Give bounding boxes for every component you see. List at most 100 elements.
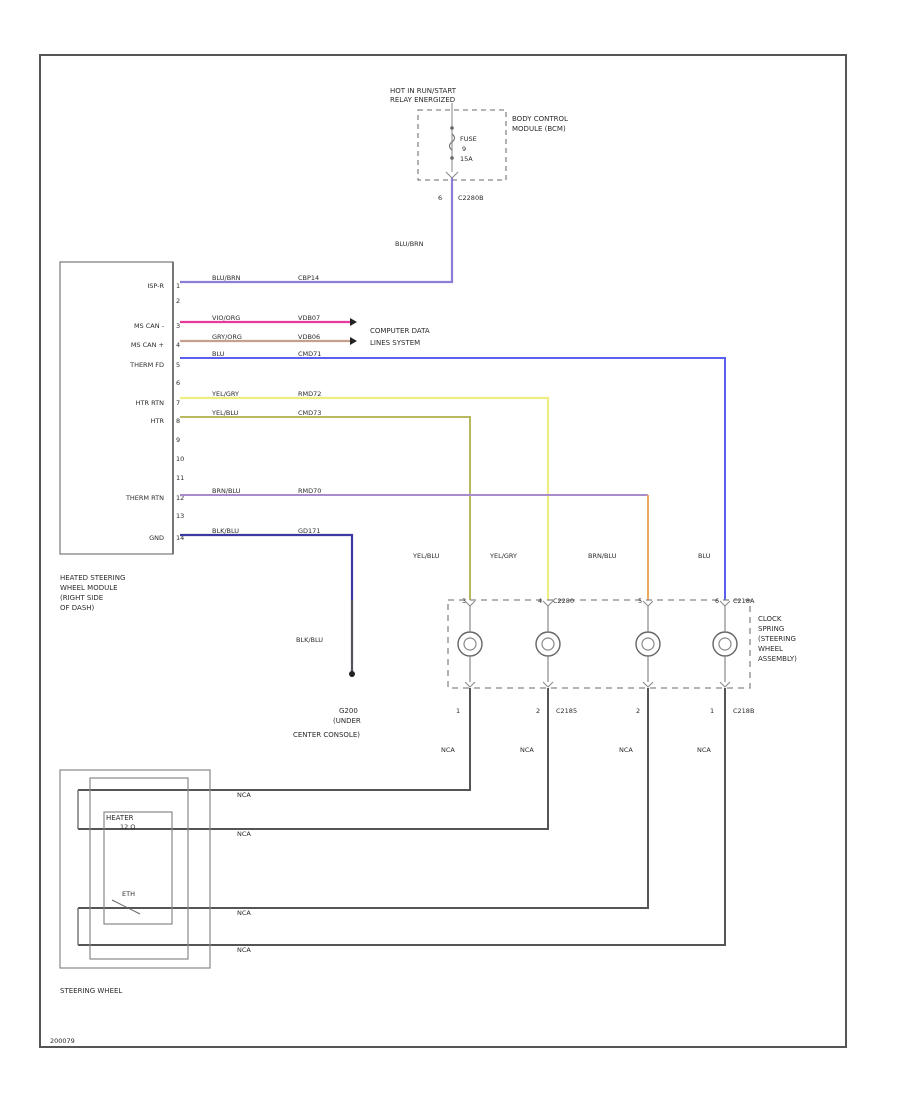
- module-pin-name: HTR: [151, 417, 165, 425]
- heater-element-box: [103, 811, 173, 925]
- fuse-terminal-top: [450, 126, 454, 130]
- module-pin-number: 10: [176, 455, 184, 463]
- cs-wire-color-3: YEL/BLU: [412, 552, 440, 560]
- data-system-label-2: LINES SYSTEM: [370, 339, 420, 347]
- module-caption-1: HEATED STEERING: [60, 574, 125, 582]
- connector-chevron: [542, 600, 554, 607]
- connector-chevron: [719, 600, 731, 607]
- connector-chevron: [464, 681, 476, 688]
- bcm-name-1: BODY CONTROL: [512, 115, 568, 123]
- module-pin-name: MS CAN +: [131, 341, 164, 349]
- module-caption-2: WHEEL MODULE: [60, 584, 118, 592]
- connector-chevron: [642, 681, 654, 688]
- data-system-label-1: COMPUTER DATA: [370, 327, 430, 335]
- cs-bottom-pin-3: 2: [636, 707, 640, 715]
- wire-blk-blu: [180, 533, 354, 672]
- module-pin-number: 1: [176, 282, 180, 290]
- bcm-name-2: MODULE (BCM): [512, 125, 566, 133]
- cs-name-3: (STEERING: [758, 635, 796, 643]
- cs-wire-color-4: YEL/GRY: [489, 552, 517, 560]
- connector-chevron-c2280b: [445, 171, 459, 179]
- wire-blu-brn: [180, 178, 454, 284]
- steering-wheel: HEATER 12 Ω ETH NCA NCA NCA NCA STEERING…: [59, 769, 251, 995]
- cs-top-pin-6: 6: [715, 597, 719, 605]
- fuse-connector: C2280B: [458, 194, 484, 202]
- module-pin-name: ISP-R: [147, 282, 164, 290]
- module-pin-number: 5: [176, 361, 180, 369]
- module-pin-number: 13: [176, 512, 184, 520]
- module-pin-number: 3: [176, 322, 180, 330]
- cs-name-1: CLOCK: [758, 615, 782, 623]
- ground-location-1: (UNDER: [333, 717, 361, 725]
- coil-inner: [718, 637, 732, 651]
- wire-nca-2: [78, 688, 549, 830]
- module-pin-number: 7: [176, 399, 180, 407]
- heater-value: 12 Ω: [120, 823, 135, 831]
- wire-blu: [180, 357, 726, 600]
- clockspring-assembly: YEL/BLU YEL/GRY BRN/BLU BLU 3 4 C2280 5 …: [412, 552, 797, 754]
- cs-name-2: SPRING: [758, 625, 784, 633]
- wire-circuit-label: RMD72: [298, 390, 321, 398]
- ground-location-2: CENTER CONSOLE): [293, 731, 360, 739]
- wire-circuit-label: CMD71: [298, 350, 321, 358]
- cs-wire-color-5: BRN/BLU: [588, 552, 617, 560]
- module-pin-name: MS CAN -: [134, 322, 165, 330]
- wire-circuit-label: CMD73: [298, 409, 321, 417]
- wire-circuit-label: GD171: [298, 527, 320, 535]
- module-pin-name: THERM RTN: [125, 494, 164, 502]
- module-pin-number: 12: [176, 494, 184, 502]
- clockspring-box: [447, 599, 751, 689]
- module-pin-number: 8: [176, 417, 180, 425]
- fuse-symbol: [448, 133, 456, 151]
- wire-yel-gry: [180, 396, 550, 600]
- coil-inner: [463, 637, 477, 651]
- thermistor-symbol: [111, 899, 141, 915]
- cs-bottom-pin-1: 1: [456, 707, 460, 715]
- wire-color-label: BLU: [212, 350, 225, 358]
- cs-top-pin-3: 3: [462, 597, 466, 605]
- coil-outer: [635, 631, 661, 657]
- cs-top-pin-4: 4: [538, 597, 542, 605]
- cs-top-pin-5: 5: [638, 597, 642, 605]
- cs-wire-color-6: BLU: [698, 552, 711, 560]
- module-pin-number: 4: [176, 341, 180, 349]
- wire-circuit-label: RMD70: [298, 487, 321, 495]
- fuse-terminal-bottom: [450, 156, 454, 160]
- cs-bottom-pin-2: 2: [536, 707, 540, 715]
- connector-chevron: [542, 681, 554, 688]
- cs-nca-3: NCA: [619, 746, 633, 754]
- diagram-code: 200079: [50, 1037, 75, 1045]
- cs-bottom-connector-a: C2185: [556, 707, 577, 715]
- fuse-number: 9: [462, 145, 466, 153]
- module-pin-name: THERM FD: [129, 361, 164, 369]
- wire-color-label: BLU/BRN: [212, 274, 241, 282]
- wire-color-label: YEL/BLU: [211, 409, 239, 417]
- bcm-fuse-panel: HOT IN RUN/START RELAY ENERGIZED BODY CO…: [390, 87, 568, 248]
- wire-nca-4: [78, 688, 726, 946]
- sw-nca-3: NCA: [237, 909, 251, 917]
- ground-name: G200: [339, 707, 358, 715]
- fuse-pin: 6: [438, 194, 442, 202]
- module-caption-4: OF DASH): [60, 604, 95, 612]
- fuse-hot-label: HOT IN RUN/START: [390, 87, 457, 95]
- connector-chevron: [642, 600, 654, 607]
- bcm-box: [417, 109, 507, 181]
- diagram-frame: [39, 54, 847, 1048]
- cs-name-5: ASSEMBLY): [758, 655, 797, 663]
- module-pin-name: GND: [149, 534, 164, 542]
- module-pin-name: HTR RTN: [136, 399, 164, 407]
- thermistor-label: ETH: [122, 890, 135, 898]
- arrow-gry-org: [350, 337, 357, 345]
- connector-chevron: [719, 681, 731, 688]
- sw-nca-1: NCA: [237, 791, 251, 799]
- heater-label: HEATER: [106, 814, 134, 822]
- ground-wire-color: BLK/BLU: [296, 636, 323, 644]
- coil-inner: [541, 637, 555, 651]
- connector-chevron: [464, 600, 476, 607]
- wire-color-label: GRY/ORG: [212, 333, 242, 341]
- steering-inner-box: [89, 777, 189, 960]
- coil-outer: [457, 631, 483, 657]
